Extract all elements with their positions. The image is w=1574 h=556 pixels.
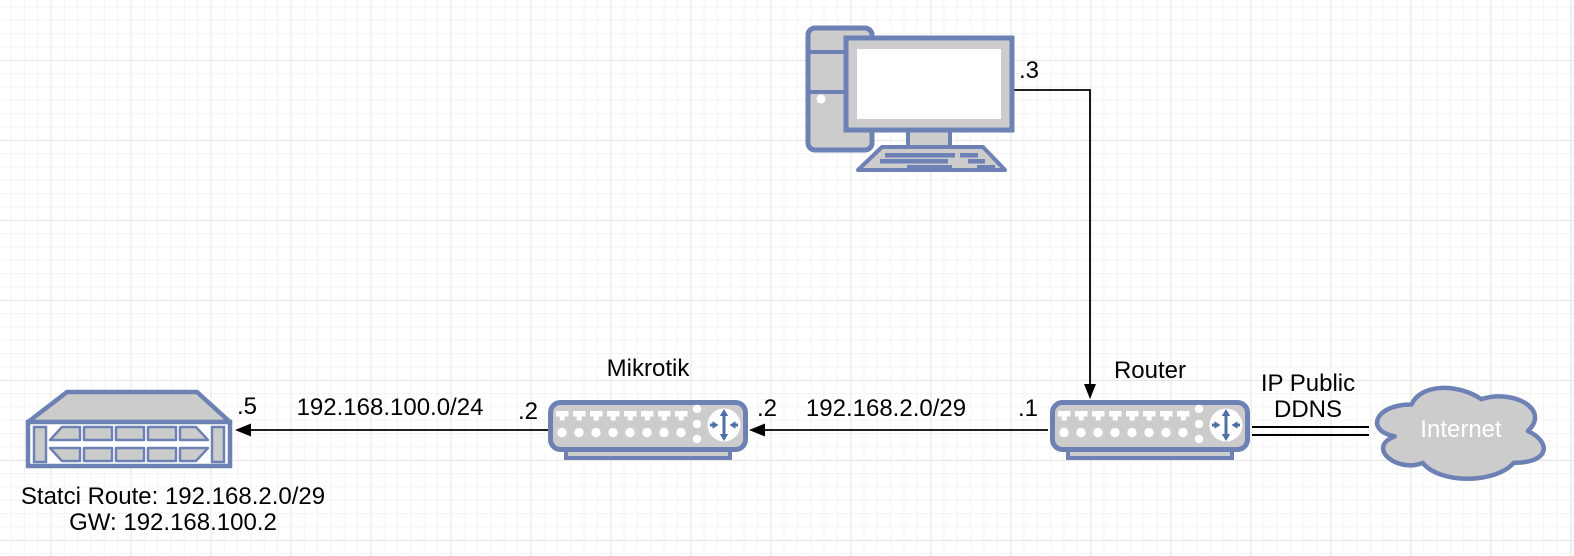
server-port-label: .5 <box>236 393 257 420</box>
internet-title: Internet <box>1420 416 1502 443</box>
mikrotik-icon <box>551 403 746 459</box>
router-title: Router <box>1113 357 1187 384</box>
connector-router-to-mikrotik <box>749 423 1048 437</box>
connector-mikrotik-to-server <box>235 423 548 437</box>
server-note: Statci Route: 192.168.2.0/29 GW: 192.168… <box>13 484 333 536</box>
connector-router-to-internet <box>1252 426 1369 436</box>
mikrotik-title: Mikrotik <box>606 355 690 382</box>
pc-icon <box>805 25 1015 172</box>
server-note-line2: GW: 192.168.100.2 <box>69 509 277 536</box>
connector-pc-to-router <box>1011 89 1096 399</box>
internet-link-label-line1: IP Public <box>1260 370 1356 397</box>
mikrotik-right-ip-label: .2 <box>756 395 777 422</box>
transit-network-label: 192.168.2.0/29 <box>805 395 967 422</box>
router-left-ip-label: .1 <box>1017 395 1038 422</box>
server-icon <box>25 389 233 469</box>
internet-cloud-icon <box>1374 385 1546 481</box>
lan-network-label: 192.168.100.0/24 <box>296 394 484 421</box>
router-icon <box>1053 403 1248 459</box>
mikrotik-left-ip-label: .2 <box>517 398 538 425</box>
pc-port-label: .3 <box>1018 57 1039 84</box>
internet-link-label: IP Public DDNS <box>1228 371 1388 423</box>
internet-link-label-line2: DDNS <box>1273 396 1342 423</box>
server-note-line1: Statci Route: 192.168.2.0/29 <box>20 483 326 510</box>
